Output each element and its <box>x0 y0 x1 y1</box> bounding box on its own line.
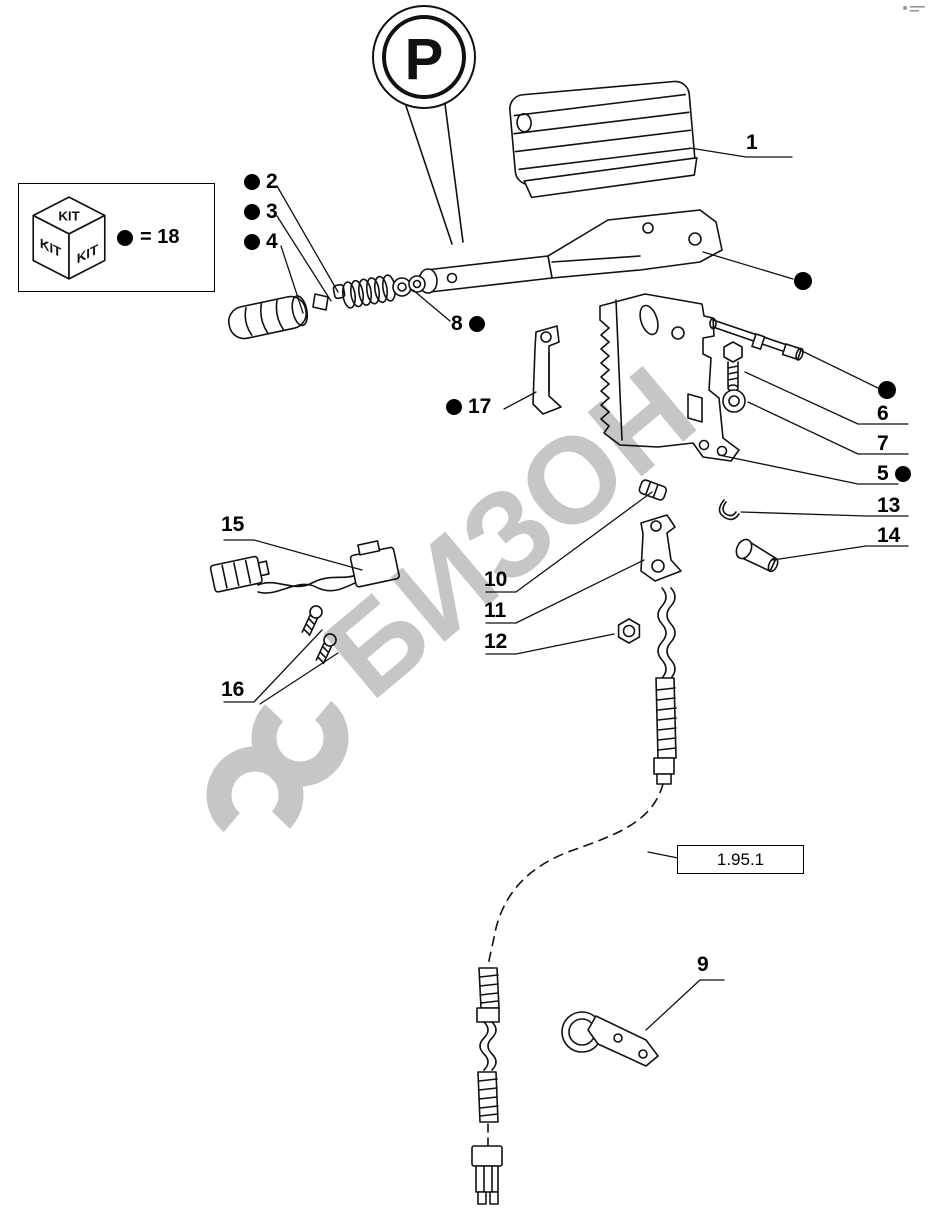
callout-16: 16 <box>221 678 244 701</box>
callout-11: 11 <box>484 599 506 622</box>
part-5-bracket <box>599 293 740 462</box>
callout-9: 9 <box>697 953 709 976</box>
part-10-ferrule <box>638 479 668 501</box>
part-12-nut <box>617 618 641 644</box>
callout-6: 6 <box>877 402 889 425</box>
callout-13: 13 <box>877 494 900 517</box>
callout-3-number: 3 <box>266 200 278 223</box>
part-13-cotter-pin <box>718 499 740 521</box>
part-8-washers <box>392 275 426 297</box>
part-16-screws <box>301 605 337 665</box>
kit-dot-legend <box>117 229 133 246</box>
kit-equation: = 18 <box>117 226 179 249</box>
kit-dot-8 <box>468 315 485 332</box>
callout-17-number: 17 <box>468 395 492 418</box>
callout-10: 10 <box>484 568 507 591</box>
kit-dot-3 <box>244 203 260 220</box>
reference-box: 1.95.1 <box>677 845 804 874</box>
callout-9-number: 9 <box>697 953 709 976</box>
kit-dot-4 <box>244 233 260 250</box>
callout-14: 14 <box>877 524 900 547</box>
kit-dot-5 <box>894 465 911 482</box>
brake-cable <box>471 587 677 1205</box>
part-14-pin <box>735 538 779 573</box>
callout-7: 7 <box>877 432 889 455</box>
callout-2: 2 <box>244 170 278 193</box>
callout-13-number: 13 <box>877 494 901 517</box>
callout-15-number: 15 <box>221 513 245 536</box>
part-spring <box>341 274 397 309</box>
callout-10-number: 10 <box>484 568 508 591</box>
kit-equation-text: = 18 <box>140 226 180 248</box>
part-4-sleeve <box>227 295 309 340</box>
part-7-washer <box>722 389 746 413</box>
reference-label: 1.95.1 <box>716 849 765 869</box>
leader-lines <box>223 147 909 1031</box>
kit-dot-2 <box>244 173 260 190</box>
part-15-harness <box>209 540 400 594</box>
callout-11-number: 11 <box>484 599 507 622</box>
part-3-seat <box>312 293 329 311</box>
kit-cube-icon: KIT KIT KIT <box>32 195 106 280</box>
callout-8-number: 8 <box>451 312 463 335</box>
part-lever <box>418 209 723 294</box>
callout-17: 17 <box>446 395 491 418</box>
kit-legend-box: KIT KIT KIT = 18 <box>18 183 215 292</box>
parking-symbol-letter: P <box>405 27 444 92</box>
kit-dot-lever <box>794 272 812 290</box>
callout-5-number: 5 <box>877 462 889 485</box>
callout-5: 5 <box>877 462 911 485</box>
callout-2-number: 2 <box>266 170 278 193</box>
callout-16-number: 16 <box>221 678 245 701</box>
callout-3: 3 <box>244 200 278 223</box>
callout-1-number: 1 <box>746 131 758 154</box>
part-rod <box>709 317 804 361</box>
part-9-clamp <box>561 1011 659 1067</box>
part-6-bolt <box>723 341 743 392</box>
callout-12-number: 12 <box>484 630 508 653</box>
callout-6-number: 6 <box>877 402 889 425</box>
kit-dot-17 <box>446 398 462 415</box>
kit-dot-rod <box>878 381 896 399</box>
callout-8: 8 <box>451 312 485 335</box>
callout-12: 12 <box>484 630 507 653</box>
callout-15: 15 <box>221 513 244 536</box>
kit-cube-top-label: KIT <box>58 208 79 223</box>
part-17-plate <box>532 325 562 415</box>
callout-14-number: 14 <box>877 524 901 547</box>
callout-4: 4 <box>244 230 278 253</box>
part-1-grip <box>509 80 698 199</box>
part-11-clevis <box>640 514 682 582</box>
corner-mark <box>903 6 925 12</box>
callout-4-number: 4 <box>266 230 278 253</box>
parking-symbol-icon: P <box>372 5 476 245</box>
callout-7-number: 7 <box>877 432 889 455</box>
callout-1: 1 <box>746 131 758 154</box>
